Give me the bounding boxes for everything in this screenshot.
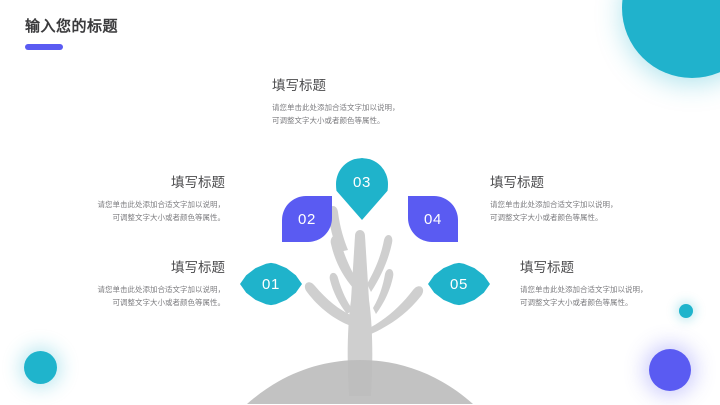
text-block-top: 填写标题 请您单击此处添加合适文字加以说明， 可调整文字大小或者颜色等属性。 xyxy=(272,76,400,127)
decorative-circle-bottom-right xyxy=(649,349,691,391)
text-block-top-line2: 可调整文字大小或者颜色等属性。 xyxy=(272,115,385,125)
leaf-number-04: 04 xyxy=(424,210,442,228)
leaf-node-04[interactable]: 04 xyxy=(408,196,458,242)
text-block-right-upper-line1: 请您单击此处添加合适文字加以说明， xyxy=(490,200,618,209)
text-block-right-upper: 填写标题 请您单击此处添加合适文字加以说明， 可调整文字大小或者颜色等属性。 xyxy=(490,173,618,224)
text-block-right-lower-line2: 可调整文字大小或者颜色等属性。 xyxy=(520,297,633,307)
leaf-node-02[interactable]: 02 xyxy=(282,196,332,242)
text-block-left-upper-line1: 请您单击此处添加合适文字加以说明， xyxy=(97,200,226,209)
text-block-top-line1: 请您单击此处添加合适文字加以说明， xyxy=(272,103,400,112)
decorative-circle-bottom-left xyxy=(24,351,57,384)
leaf-number-05: 05 xyxy=(450,275,468,293)
text-block-right-lower-title: 填写标题 xyxy=(520,260,574,275)
decorative-circle-top-right xyxy=(622,0,720,78)
text-block-right-upper-title: 填写标题 xyxy=(490,175,544,190)
tree-illustration xyxy=(243,196,477,405)
text-block-right-lower-line1: 请您单击此处添加合适文字加以说明， xyxy=(520,285,648,294)
decorative-dot-right xyxy=(679,304,693,318)
text-block-left-lower-line1: 请您单击此处添加合适文字加以说明， xyxy=(97,285,226,294)
text-block-left-lower-line2: 可调整文字大小或者颜色等属性。 xyxy=(112,297,226,307)
text-block-left-lower-title: 填写标题 xyxy=(171,260,225,275)
text-block-right-upper-line2: 可调整文字大小或者颜色等属性。 xyxy=(490,212,603,222)
text-block-right-lower: 填写标题 请您单击此处添加合适文字加以说明， 可调整文字大小或者颜色等属性。 xyxy=(520,258,648,309)
text-block-left-lower: 填写标题 请您单击此处添加合适文字加以说明， 可调整文字大小或者颜色等属性。 xyxy=(40,258,226,309)
text-block-left-upper-title: 填写标题 xyxy=(171,175,225,190)
title-underline-bar xyxy=(25,44,63,50)
leaf-number-01: 01 xyxy=(262,275,280,293)
leaf-number-03: 03 xyxy=(353,174,371,191)
text-block-left-upper: 填写标题 请您单击此处添加合适文字加以说明， 可调整文字大小或者颜色等属性。 xyxy=(40,173,226,224)
page-title: 输入您的标题 xyxy=(25,18,119,35)
text-block-left-upper-line2: 可调整文字大小或者颜色等属性。 xyxy=(112,212,226,222)
slide-header: 输入您的标题 xyxy=(25,17,118,50)
leaf-number-02: 02 xyxy=(298,210,316,228)
text-block-top-title: 填写标题 xyxy=(272,78,326,93)
